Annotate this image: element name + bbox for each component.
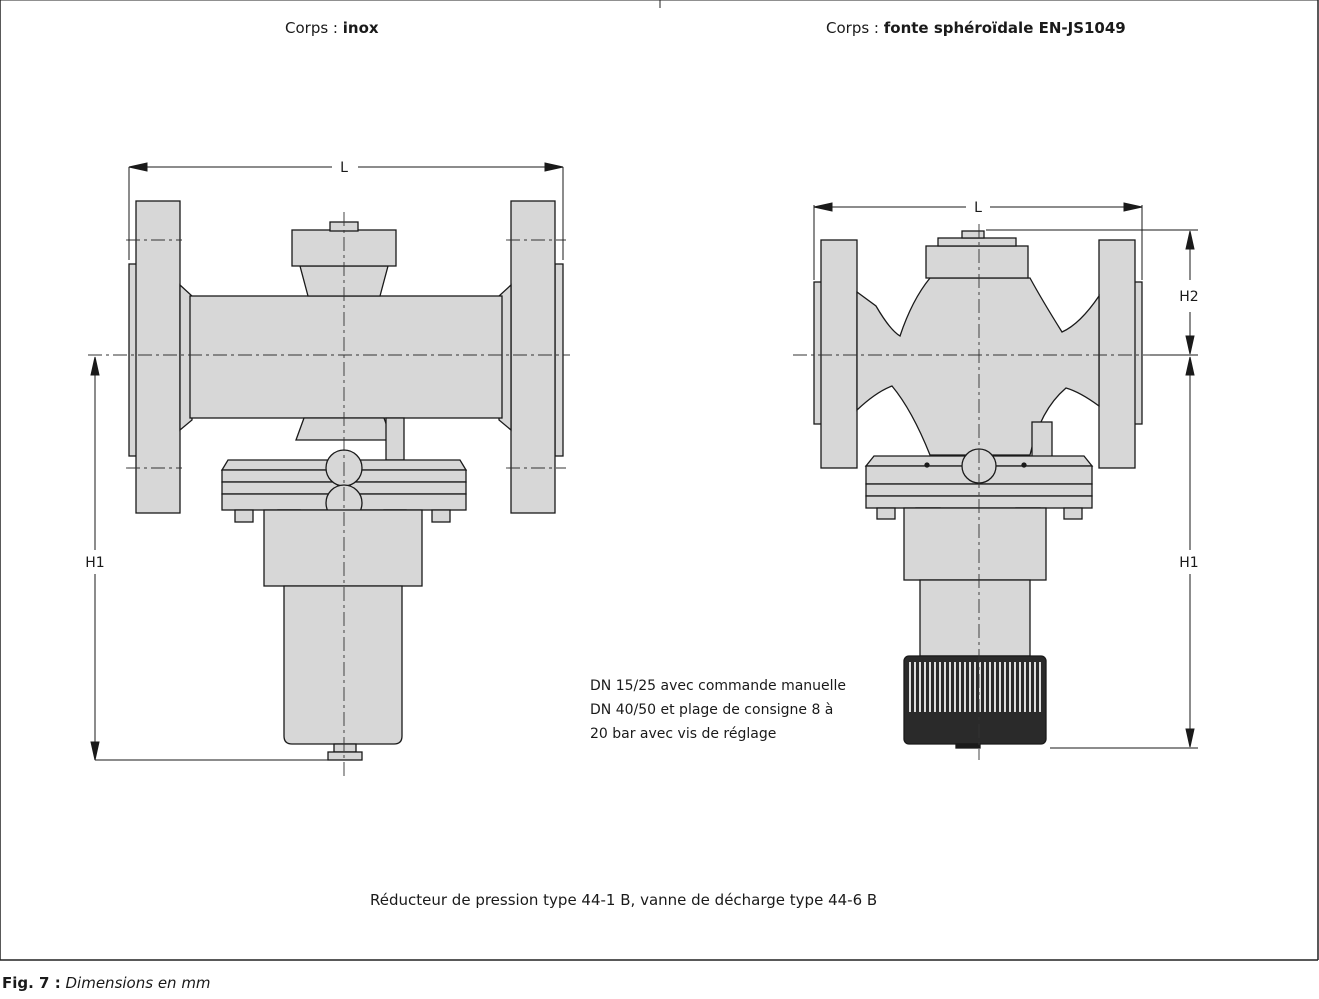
handwheel-ribs bbox=[909, 662, 1041, 712]
dim-H2-right: H2 bbox=[1179, 289, 1198, 305]
note-line-3: 20 bar avec vis de réglage bbox=[590, 726, 777, 742]
dim-H1-left: H1 bbox=[85, 555, 104, 571]
left-valve-drawing bbox=[128, 200, 564, 761]
handwheel-note: DN 15/25 avec commande manuelle DN 40/50… bbox=[590, 674, 846, 746]
right-header-prefix: Corps : bbox=[826, 19, 884, 37]
left-header-prefix: Corps : bbox=[285, 19, 343, 37]
figure-caption-text: Dimensions en mm bbox=[65, 974, 211, 992]
left-body-header: Corps : inox bbox=[285, 19, 379, 37]
figure-caption: Fig. 7 : Dimensions en mm bbox=[2, 974, 211, 992]
drawing-subtitle: Réducteur de pression type 44-1 B, vanne… bbox=[370, 891, 878, 909]
note-line-2: DN 40/50 et plage de consigne 8 à bbox=[590, 702, 834, 718]
right-header-material: fonte sphéroïdale EN-JS1049 bbox=[883, 19, 1126, 37]
right-body-header: Corps : fonte sphéroïdale EN-JS1049 bbox=[826, 19, 1126, 37]
dim-L-right: L bbox=[974, 200, 982, 216]
right-valve-drawing bbox=[813, 230, 1143, 749]
dim-H1-right: H1 bbox=[1179, 555, 1198, 571]
left-header-material: inox bbox=[342, 19, 379, 37]
dim-L-left: L bbox=[340, 160, 348, 176]
figure-number: Fig. 7 : bbox=[2, 974, 61, 992]
note-line-1: DN 15/25 avec commande manuelle bbox=[590, 678, 847, 694]
